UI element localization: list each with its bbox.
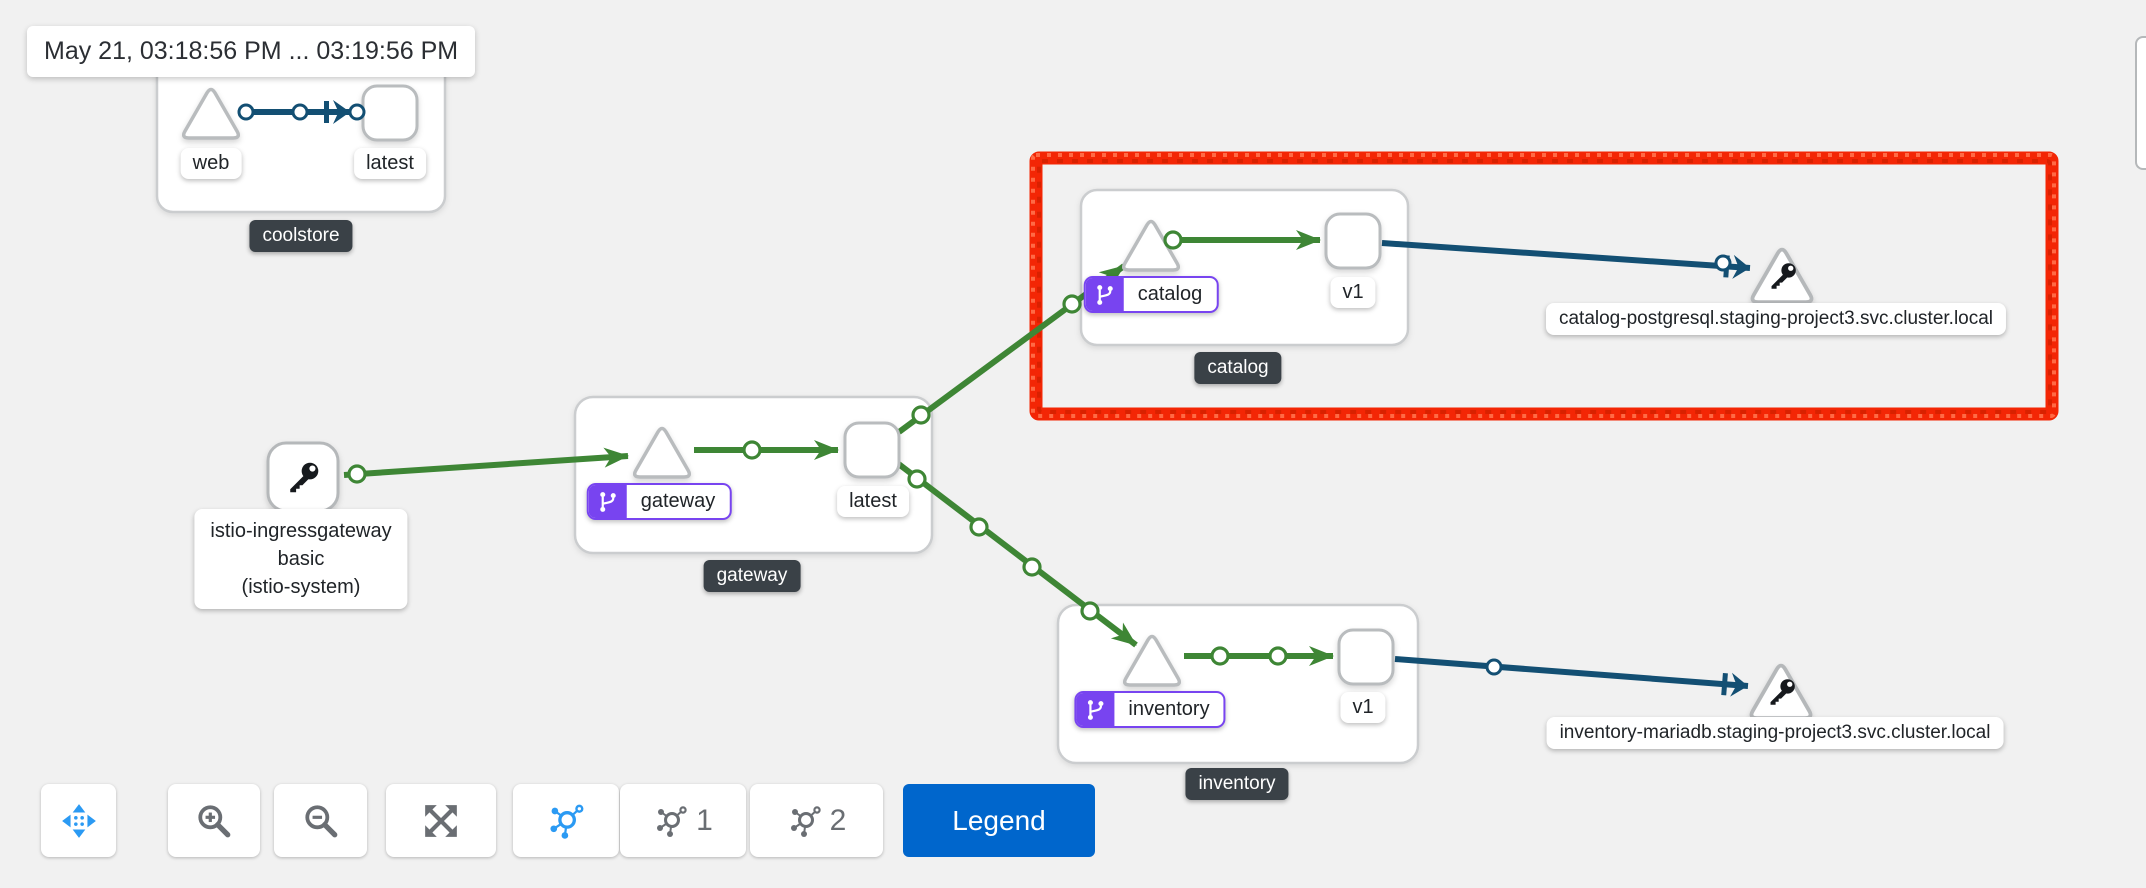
zoom-out-button[interactable] — [274, 784, 367, 857]
legend-button[interactable]: Legend — [903, 784, 1095, 857]
magnifier-minus-icon — [304, 804, 337, 837]
edge-latest-to-inventory[interactable] — [894, 459, 1138, 648]
code-branch-icon — [1085, 278, 1124, 311]
layout-2-label: 2 — [829, 803, 847, 837]
fit-to-view-button[interactable] — [386, 784, 496, 857]
node-inventory-v1[interactable] — [1337, 628, 1395, 686]
node-label-gateway-latest[interactable]: latest — [837, 486, 909, 517]
layout-default-button[interactable] — [513, 784, 619, 857]
node-label-inventory-v1[interactable]: v1 — [1340, 692, 1386, 723]
edge-waypoints — [237, 103, 1732, 676]
group-badge-gateway[interactable]: gateway — [703, 560, 801, 592]
node-label-catalog[interactable]: catalog — [1083, 276, 1219, 313]
node-label-web[interactable]: web — [180, 148, 242, 179]
network-hub-icon — [550, 804, 584, 839]
time-range-label: May 21, 03:18:56 PM ... 03:19:56 PM — [27, 26, 476, 77]
vertical-scrollbar[interactable] — [2135, 36, 2146, 170]
node-label-catalog-v1[interactable]: v1 — [1330, 277, 1376, 308]
network-hub-icon — [790, 805, 821, 837]
magnifier-plus-icon — [198, 804, 231, 837]
zoom-in-button[interactable] — [168, 784, 260, 857]
group-badge-catalog[interactable]: catalog — [1194, 352, 1282, 384]
highlight-rect-catalog — [1029, 151, 2059, 421]
istio-label-basic: basic — [277, 548, 325, 570]
istio-label-namespace: (istio-system) — [241, 576, 361, 598]
edge-catalogv1-to-postgresql[interactable] — [1381, 240, 1751, 279]
vs-label-text: inventory — [1128, 698, 1210, 720]
layout-1-label: 1 — [696, 803, 713, 837]
istio-label-name: istio-ingressgateway — [210, 520, 392, 542]
node-label-gateway[interactable]: gateway — [586, 483, 732, 520]
network-hub-icon — [657, 805, 687, 837]
edge-inventoryv1-to-mariadb[interactable] — [1394, 656, 1749, 697]
edge-ingress-to-gateway[interactable] — [343, 447, 629, 478]
vs-label-text: catalog — [1137, 283, 1203, 305]
move-cross-icon — [61, 803, 96, 838]
code-branch-icon — [588, 485, 627, 518]
code-branch-icon — [1076, 693, 1115, 726]
node-label-inventory-mariadb[interactable]: inventory-mariadb.staging-project3.svc.c… — [1546, 717, 2004, 749]
group-badge-inventory[interactable]: inventory — [1185, 768, 1289, 800]
node-label-coolstore-latest[interactable]: latest — [354, 148, 426, 179]
node-label-istio-ingressgateway[interactable]: istio-ingressgateway basic (istio-system… — [194, 509, 408, 609]
vs-label-text: gateway — [640, 490, 716, 512]
node-gateway-latest[interactable] — [843, 421, 901, 479]
node-label-inventory[interactable]: inventory — [1074, 691, 1226, 728]
pan-button[interactable] — [41, 784, 116, 857]
node-catalog-v1[interactable] — [1324, 212, 1382, 270]
expand-arrows-icon — [425, 804, 457, 837]
node-coolstore-latest[interactable] — [361, 84, 419, 142]
group-badge-coolstore[interactable]: coolstore — [249, 220, 353, 252]
layout-2-button[interactable]: 2 — [750, 784, 883, 857]
node-label-catalog-postgresql[interactable]: catalog-postgresql.staging-project3.svc.… — [1545, 303, 2007, 335]
layout-1-button[interactable]: 1 — [620, 784, 746, 857]
